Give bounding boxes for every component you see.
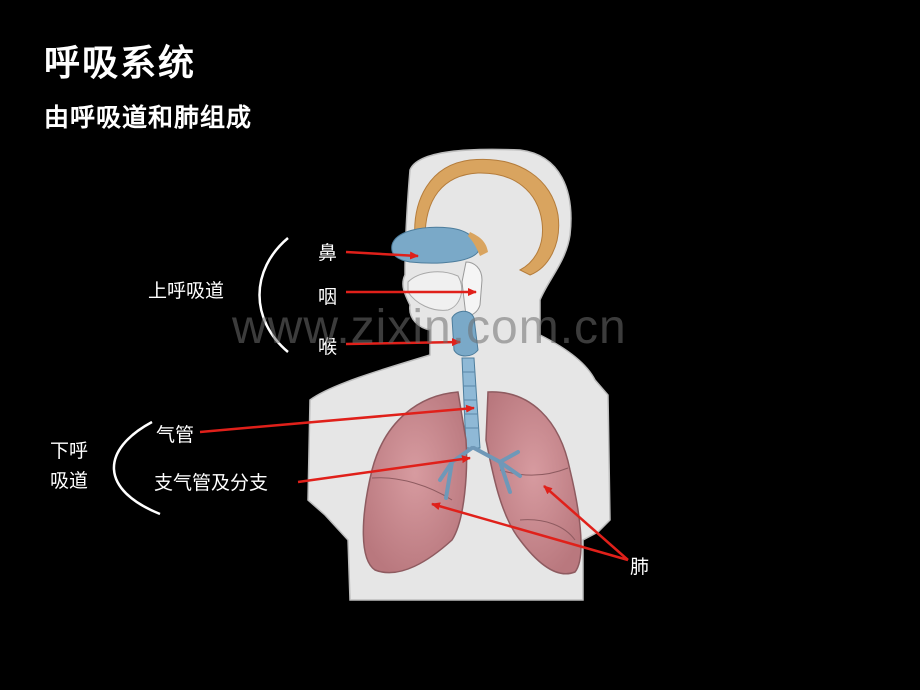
nasal-cavity: [391, 226, 479, 264]
nose-label: 鼻: [318, 242, 338, 264]
lower-tract-bracket: [112, 420, 161, 516]
nasal-bone: [468, 232, 488, 256]
bronchi-arrow: [297, 455, 471, 484]
skull-shape: [414, 158, 560, 276]
bronchi-tree: [438, 446, 522, 500]
watermark: www.zixin.com.cn: [232, 301, 627, 354]
lung-label: 肺: [630, 556, 650, 578]
larynx-label: 喉: [318, 336, 338, 358]
right-lung: [485, 391, 582, 575]
right-lung-fissure-1: [499, 467, 569, 476]
page-title: 呼吸系统: [44, 43, 197, 84]
bronchi-label: 支气管及分支: [154, 472, 269, 494]
trachea-arrow: [199, 404, 475, 434]
nose-arrow: [345, 250, 419, 260]
lung-arrow-left: [431, 502, 629, 562]
upper-tract-label: 上呼吸道: [148, 280, 225, 302]
lower-tract-label-line2: 吸道: [50, 470, 89, 492]
trachea-label: 气管: [156, 424, 195, 446]
left-lung: [362, 391, 468, 574]
lower-tract-label-line1: 下呼: [50, 440, 89, 462]
lung-arrow-right: [543, 485, 629, 561]
trachea-tube: [461, 357, 481, 449]
trachea-rings: [463, 371, 479, 429]
right-lung-fissure-2: [519, 519, 576, 541]
page-subtitle: 由呼吸道和肺组成: [44, 103, 253, 132]
larynx-arrow: [345, 338, 461, 347]
upper-tract-bracket: [258, 237, 289, 353]
pharynx-label: 咽: [318, 286, 338, 308]
